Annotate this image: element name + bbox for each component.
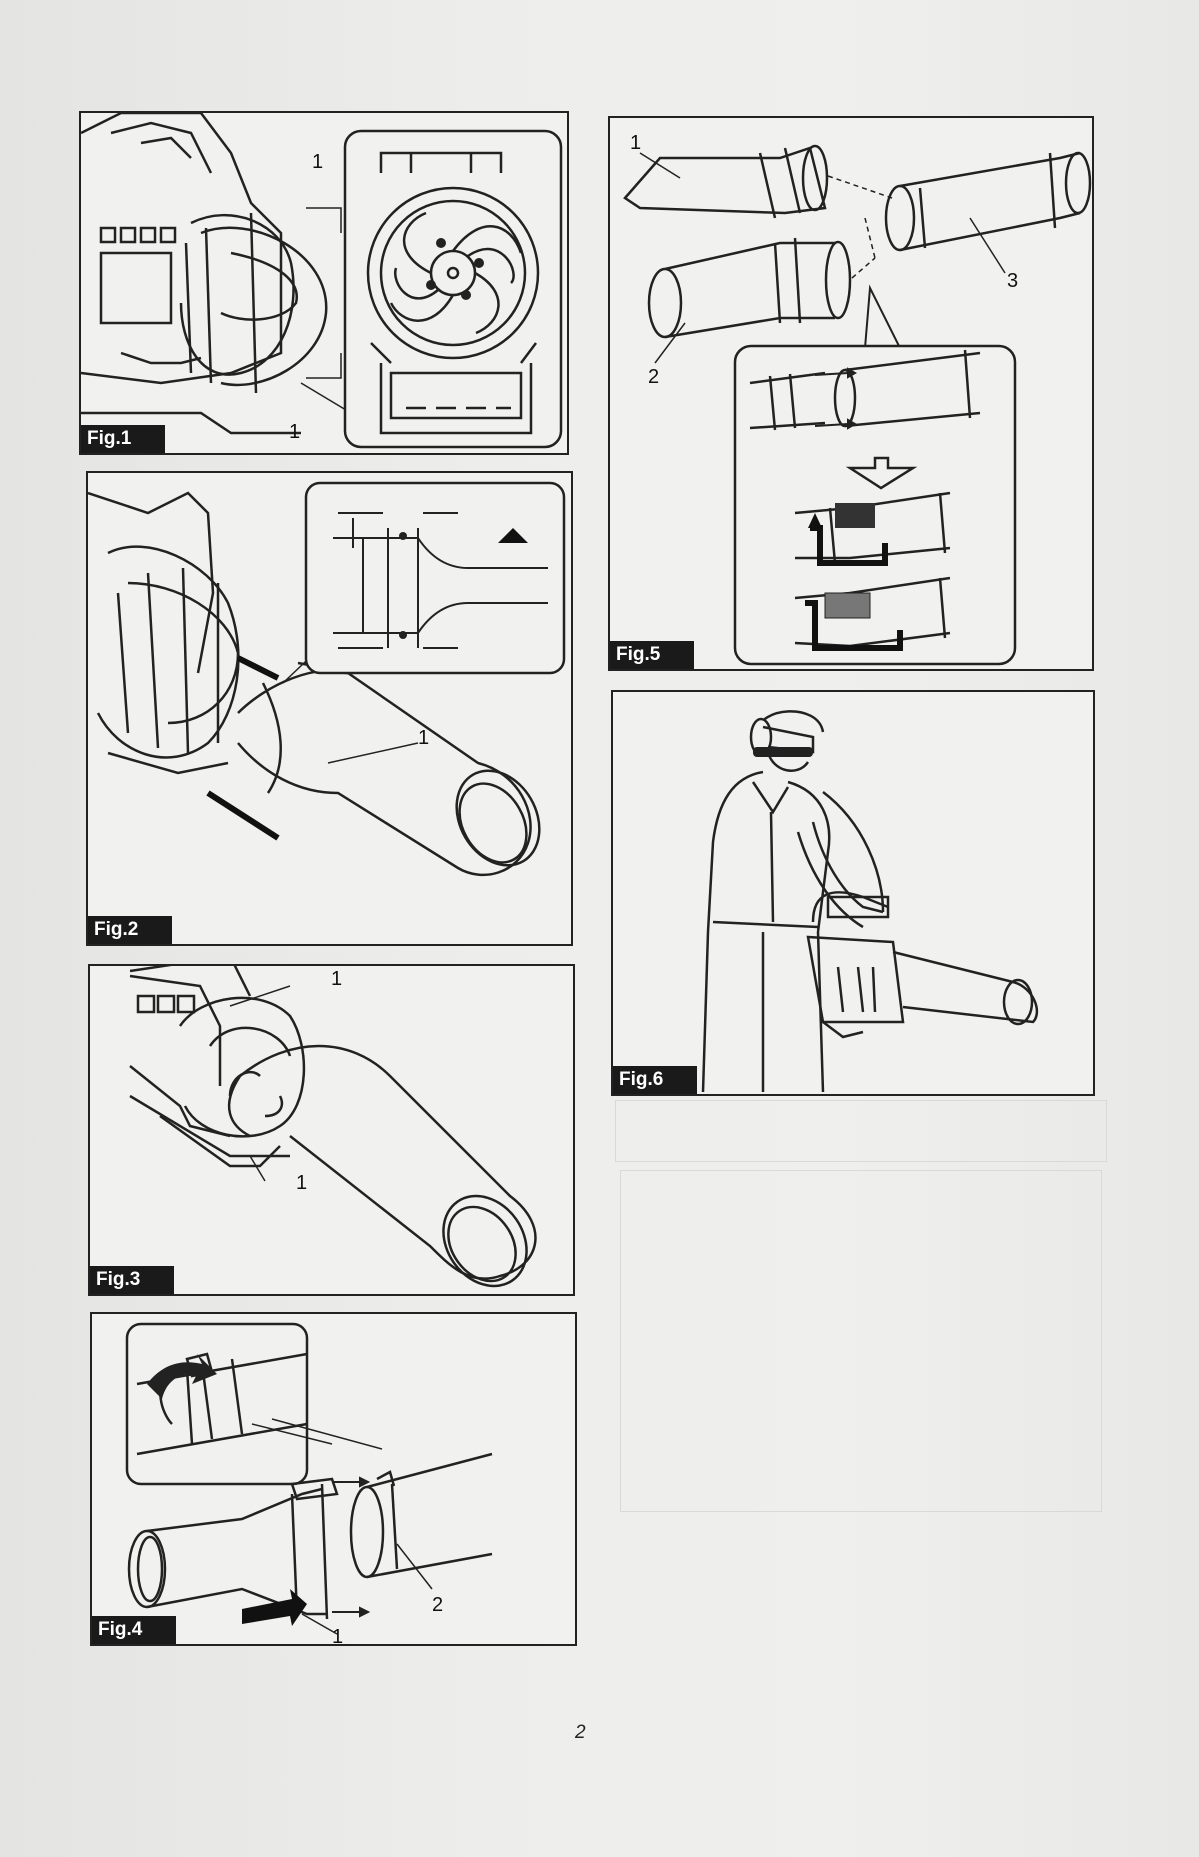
figure-3: 1 1 Fig.3 xyxy=(88,964,575,1296)
fig5-callout-1: 1 xyxy=(630,132,642,154)
fig6-illustration xyxy=(701,710,1039,1093)
fig5-callout-3: 3 xyxy=(1007,270,1019,292)
fig5-callout-2: 2 xyxy=(648,366,660,388)
figure-6: Fig.6 xyxy=(611,690,1095,1096)
bleed-through-box xyxy=(615,1100,1107,1162)
fig3-callout-bottom: 1 xyxy=(296,1172,308,1194)
fig3-label: Fig.3 xyxy=(90,1266,175,1294)
fig3-illustration xyxy=(129,966,537,1288)
figure-1: 1 1 Fig.1 xyxy=(79,111,569,455)
fig1-callout-top: 1 xyxy=(312,151,324,173)
bleed-through-box xyxy=(620,1170,1102,1512)
fig5-label: Fig.5 xyxy=(610,641,695,669)
fig2-label: Fig.2 xyxy=(88,916,173,944)
fig5-illustration xyxy=(623,144,1092,666)
fig2-illustration xyxy=(88,481,566,877)
fig3-callout-top: 1 xyxy=(331,968,343,990)
fig4-illustration xyxy=(125,1322,493,1635)
figure-5: 1 2 3 Fig.5 xyxy=(608,116,1094,671)
fig1-callout-bottom: 1 xyxy=(289,421,301,443)
page-number: 2 xyxy=(575,1722,586,1743)
fig1-illustration xyxy=(81,113,563,449)
figure-4: 1 2 Fig.4 xyxy=(90,1312,577,1646)
fig2-callout: 1 xyxy=(418,727,430,749)
fig4-label: Fig.4 xyxy=(92,1616,177,1644)
fig1-label: Fig.1 xyxy=(81,425,166,453)
fig4-callout-1: 1 xyxy=(332,1626,344,1646)
figure-2: 1 Fig.2 xyxy=(86,471,573,946)
fig4-callout-2: 2 xyxy=(432,1594,444,1616)
fig6-label: Fig.6 xyxy=(613,1066,698,1094)
